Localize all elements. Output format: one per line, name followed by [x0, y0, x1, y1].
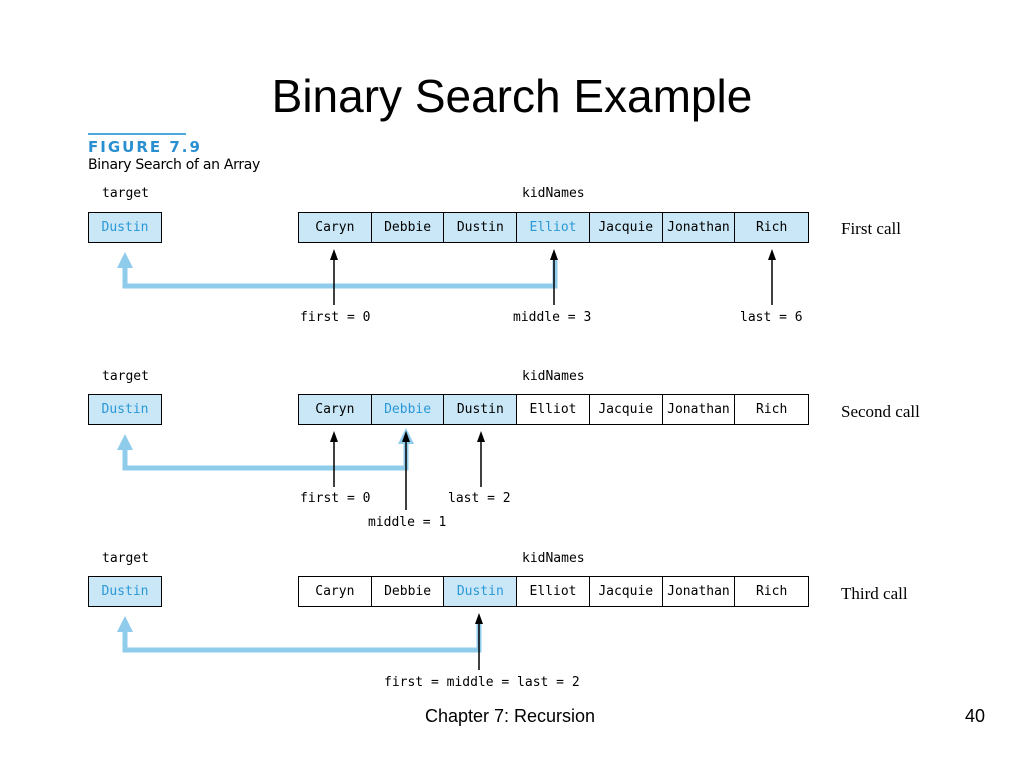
panel-2-middle-arrowhead: [402, 431, 410, 442]
panel-1-last-label: last = 6: [740, 310, 803, 325]
panel-3-target-box: Dustin: [88, 576, 162, 607]
panel-2-target-arrowhead: [117, 434, 133, 450]
slide-footer: Chapter 7: Recursion: [424, 706, 596, 726]
panel-1-connectors: [117, 249, 776, 305]
panel-3-array-label: kidNames: [522, 551, 585, 566]
array-cell: Rich: [756, 402, 788, 417]
panel-2-target-label: target: [102, 369, 149, 384]
array-cell: Caryn: [299, 577, 372, 606]
array-cell: Debbie: [371, 213, 445, 242]
panel-2-target-box: Dustin: [88, 394, 162, 425]
array-cell: Jonathan: [663, 577, 736, 606]
array-cell: Jacquie: [589, 213, 663, 242]
array-cell: Rich: [735, 213, 809, 242]
page-number: 40: [964, 706, 985, 726]
array-cell: Elliot: [517, 213, 590, 242]
panel-3-connectors: [117, 613, 483, 670]
panel-2-last-label: last = 2: [448, 491, 511, 506]
panel-3-target-arrow: [122, 622, 482, 653]
panel-3-target-label: target: [102, 551, 149, 566]
panel-2-target-arrow: [122, 440, 409, 471]
panel-2-middle-label: middle = 1: [368, 515, 447, 530]
array-cell: Dustin: [444, 213, 518, 242]
panel-1-first-arrowhead: [330, 249, 338, 260]
array-cell: Jacquie: [590, 577, 663, 606]
panel-1-middle-arrowhead: [550, 249, 558, 260]
array-cell: Jacquie: [590, 395, 663, 424]
array-cell: Jonathan: [663, 395, 736, 424]
array-cell: Debbie: [372, 577, 445, 606]
figure-caption: Binary Search of an Array: [88, 157, 261, 173]
panel-1-target-arrow: [122, 258, 558, 289]
panel-3-call-label: Third call: [841, 584, 908, 603]
panel-1-call-label: First call: [841, 219, 901, 238]
array-cell: Jonathan: [662, 213, 736, 242]
array-cell: Caryn: [299, 213, 372, 242]
panel-1-target-label: target: [102, 186, 149, 201]
array-cell: Elliot: [517, 577, 590, 606]
panel-1-array-label: kidNames: [522, 186, 585, 201]
array-cell: Elliot: [517, 395, 590, 424]
array-cell: Caryn: [299, 395, 372, 424]
panel-1-last-arrowhead: [768, 249, 776, 260]
panel-2-call-label: Second call: [841, 402, 920, 421]
panel-2-last-arrowhead: [477, 431, 485, 442]
figure-rule: [88, 133, 186, 135]
array-cell: Debbie: [371, 395, 445, 424]
array-cell: Rich: [756, 584, 788, 599]
panel-3-target-arrowhead: [117, 616, 133, 632]
figure-label: FIGURE 7.9: [88, 138, 202, 156]
slide-title: Binary Search Example: [271, 70, 753, 122]
array-cell: Dustin: [444, 577, 518, 606]
panel-2-first-arrowhead: [330, 431, 338, 442]
panel-1-target-arrowhead: [117, 252, 133, 268]
panel-3-pointer-label: first = middle = last = 2: [384, 675, 580, 690]
panel-1-middle-label: middle = 3: [513, 310, 592, 325]
panel-1-target-box: Dustin: [88, 212, 162, 243]
array-cell: Dustin: [444, 395, 518, 424]
panel-2-array-label: kidNames: [522, 369, 585, 384]
panel-1-first-label: first = 0: [300, 310, 371, 325]
panel-2-first-label: first = 0: [300, 491, 371, 506]
panel-3-pointer-arrowhead: [475, 613, 483, 624]
panel-2-connectors: [117, 428, 485, 510]
